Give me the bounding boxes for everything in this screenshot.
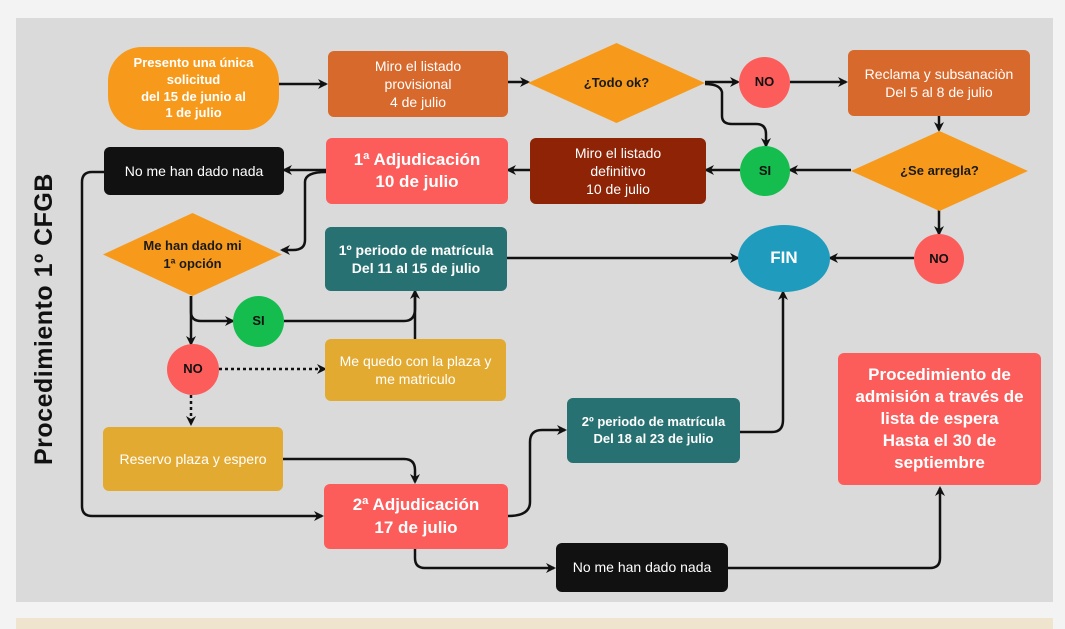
node-fin: FIN bbox=[738, 225, 830, 292]
edge-adjudicacion2-to-nada2 bbox=[413, 549, 556, 573]
edge-si-to-periodo1 bbox=[284, 289, 420, 323]
node-todo-ok: ¿Todo ok? bbox=[528, 43, 705, 123]
edge-adjudicacion1-to-primeraopcion bbox=[280, 170, 327, 255]
node-start: Presento una única solicitud del 15 de j… bbox=[108, 47, 279, 130]
node-no-3: NO bbox=[167, 344, 219, 395]
edge-primeraopcion-to-si bbox=[189, 296, 235, 326]
node-nada-2: No me han dado nada bbox=[556, 543, 728, 592]
node-todo-ok-label: ¿Todo ok? bbox=[583, 75, 650, 91]
node-reclama: Reclama y subsanaciòn Del 5 al 8 de juli… bbox=[848, 50, 1030, 116]
edge-nada2-to-listaespera bbox=[728, 486, 945, 570]
node-primera-opcion-label: Me han dado mi 1ª opción bbox=[143, 237, 242, 271]
node-lista-espera: Procedimiento de admisión a través de li… bbox=[838, 353, 1041, 485]
node-adjudicacion-1: 1ª Adjudicación 10 de julio bbox=[326, 138, 508, 204]
node-reservo: Reservo plaza y espero bbox=[103, 427, 283, 491]
node-si-1: SI bbox=[740, 146, 790, 196]
node-no-2: NO bbox=[914, 234, 964, 284]
node-adjudicacion-2: 2ª Adjudicación 17 de julio bbox=[324, 484, 508, 549]
node-nada-1: No me han dado nada bbox=[104, 147, 284, 195]
node-periodo-1: 1º periodo de matrícula Del 11 al 15 de … bbox=[325, 227, 507, 291]
edge-reservo-to-adjudicacion2 bbox=[283, 457, 420, 484]
node-periodo-2: 2º periodo de matrícula Del 18 al 23 de … bbox=[567, 398, 740, 463]
node-se-arregla: ¿Se arregla? bbox=[851, 131, 1028, 211]
node-listado-definitivo: Miro el listado definitivo 10 de julio bbox=[530, 138, 706, 204]
node-si-2: SI bbox=[233, 296, 284, 347]
edge-nada1-to-adjudicacion2 bbox=[80, 170, 324, 521]
node-listado-provisional: Miro el listado provisional 4 de julio bbox=[328, 51, 508, 117]
node-no-1: NO bbox=[739, 57, 790, 108]
node-se-arregla-label: ¿Se arregla? bbox=[900, 163, 979, 179]
edge-todook-to-si bbox=[704, 82, 771, 148]
diagram-title: Procedimiento 1º CFGB bbox=[30, 173, 58, 465]
node-primera-opcion: Me han dado mi 1ª opción bbox=[103, 213, 282, 296]
footer-strip bbox=[16, 618, 1053, 629]
node-me-quedo: Me quedo con la plaza y me matriculo bbox=[325, 339, 506, 401]
edge-periodo2-to-fin bbox=[740, 290, 788, 434]
edge-adjudicacion2-to-periodo2 bbox=[507, 425, 567, 518]
